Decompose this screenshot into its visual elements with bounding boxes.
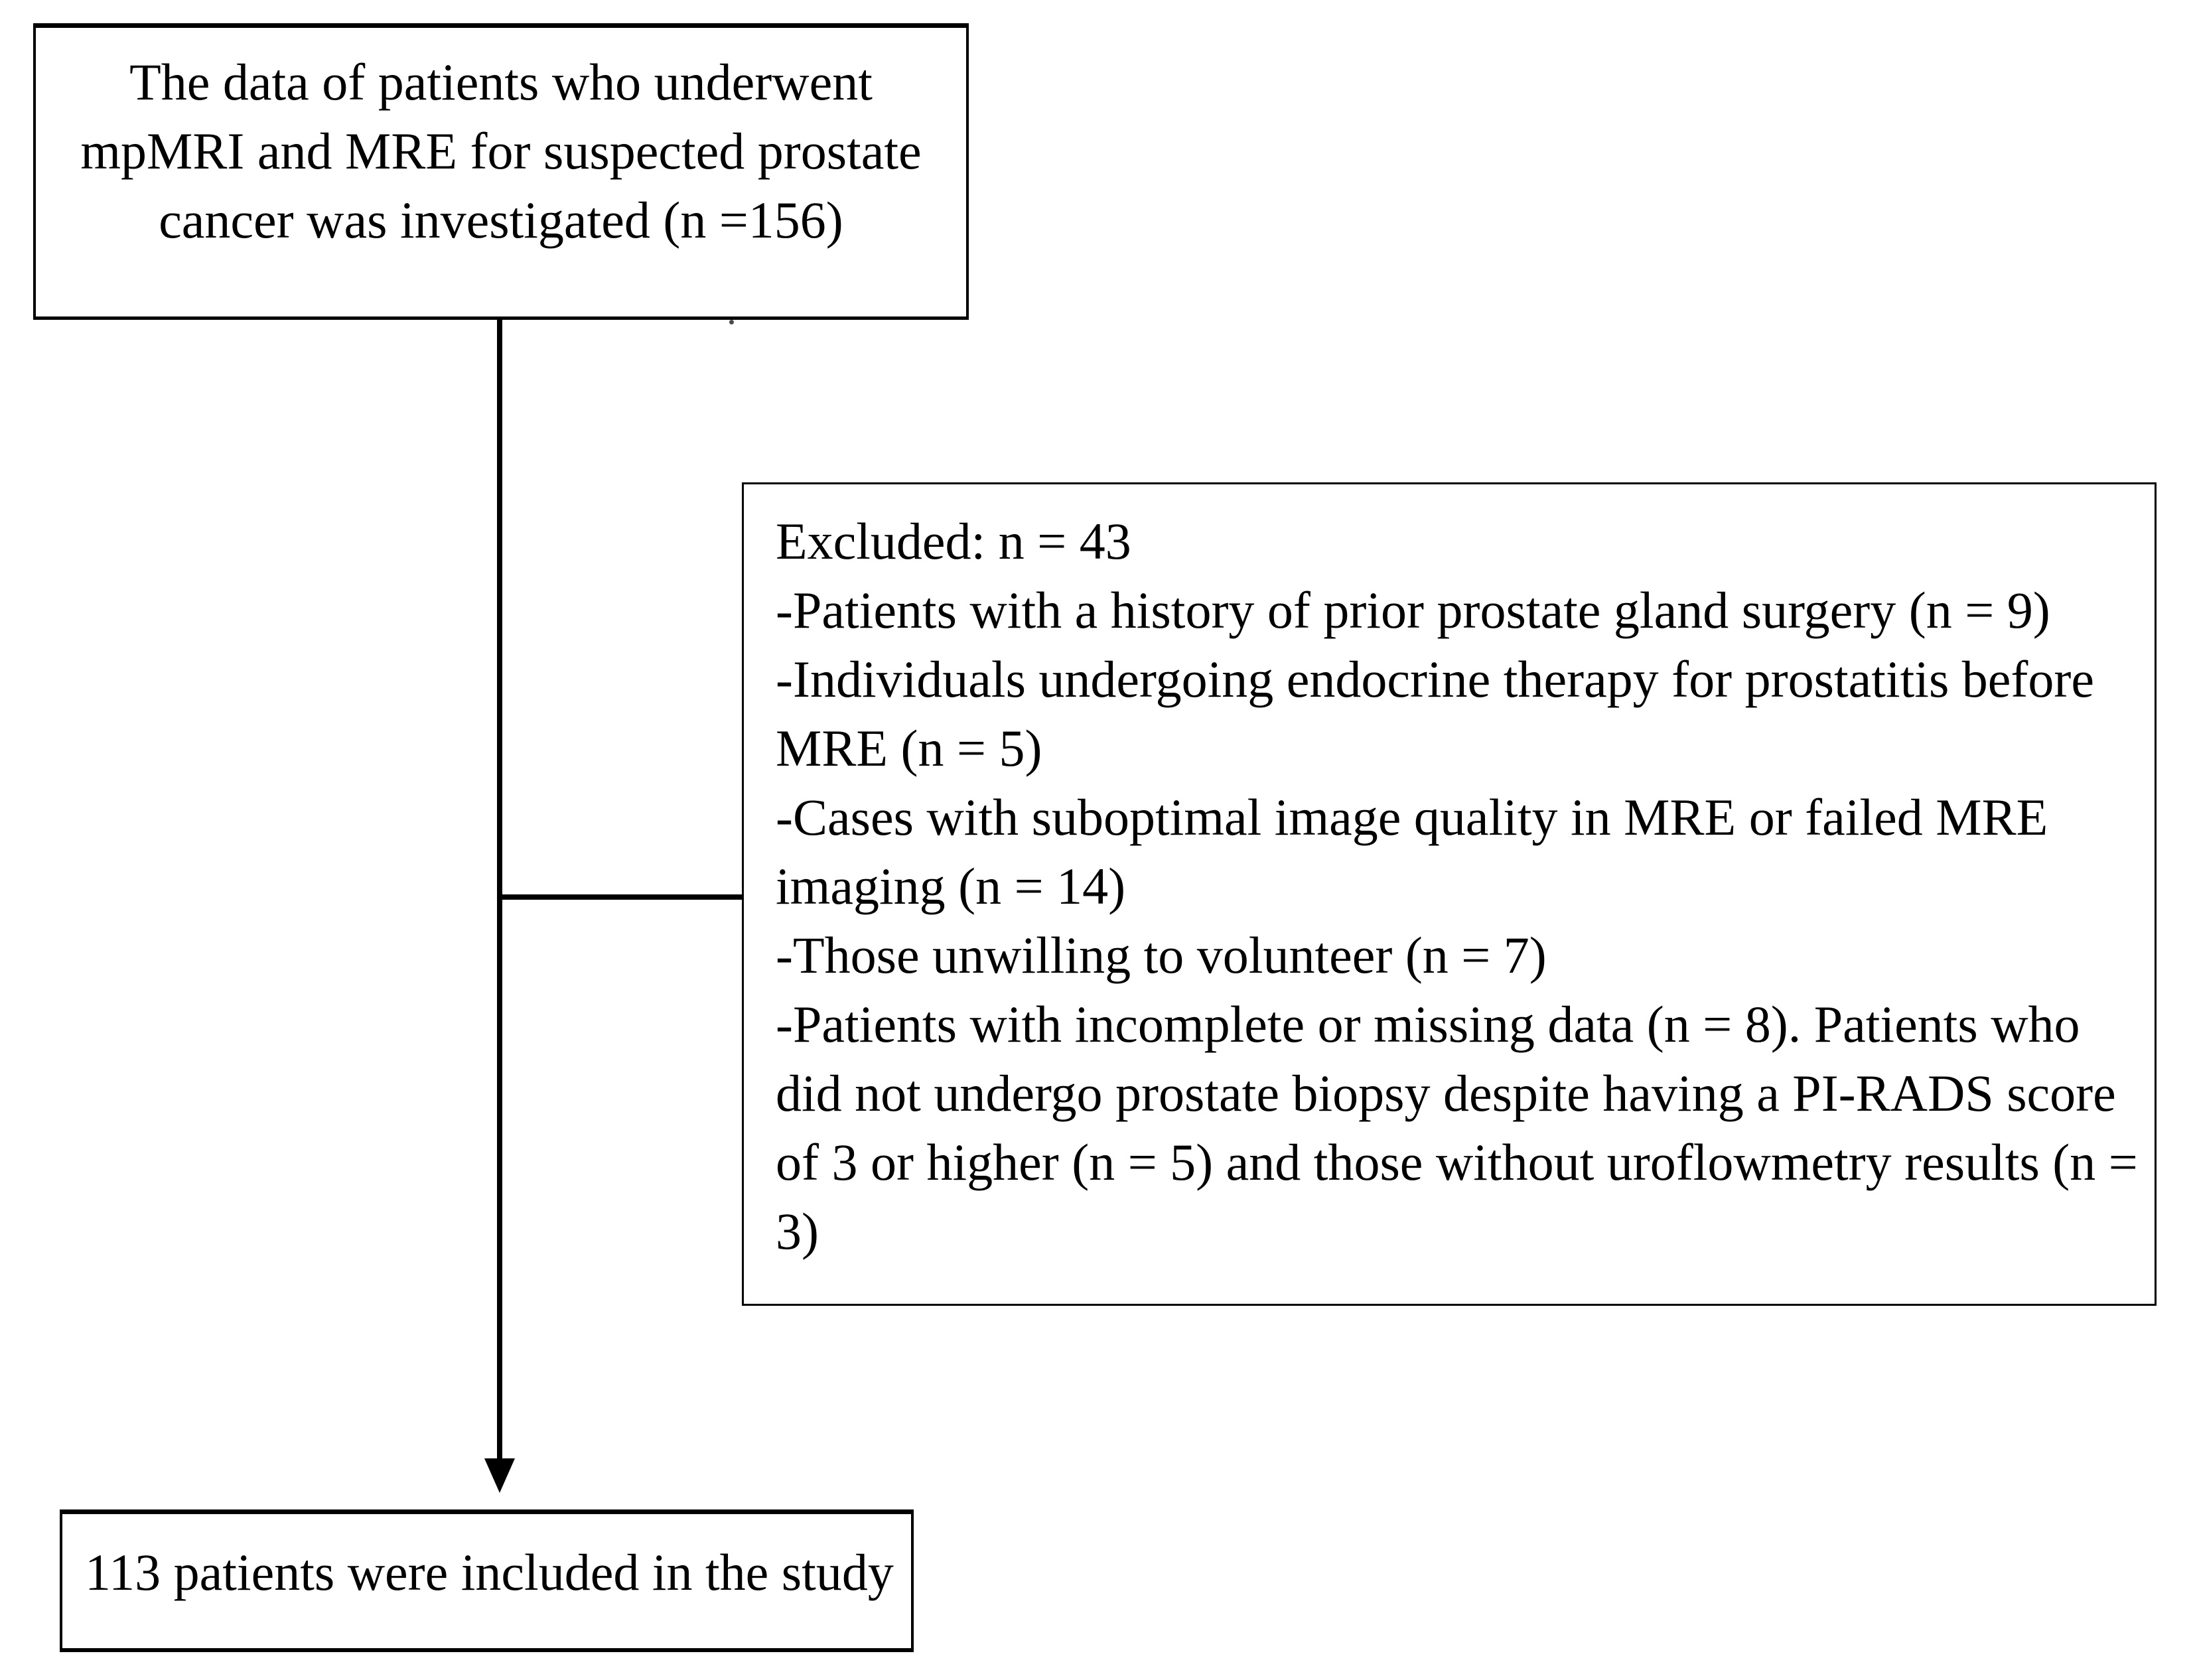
excluded-item: -Patients with incomplete or missing dat… [776, 995, 2138, 1260]
connector-horizontal-branch [500, 894, 742, 900]
box-investigated: The data of patients who underwent mpMRI… [33, 23, 969, 324]
connector-vertical-line [497, 320, 502, 1463]
arrow-down-icon [484, 1458, 515, 1493]
excluded-item: -Individuals undergoing endocrine therap… [776, 650, 2094, 777]
investigated-text: The data of patients who underwent mpMRI… [80, 53, 922, 249]
excluded-title: Excluded: n = 43 [776, 512, 1131, 570]
box-excluded: Excluded: n = 43 -Patients with a histor… [742, 482, 2157, 1306]
included-text: 113 patients were included in the study [85, 1543, 894, 1601]
excluded-item: -Those unwilling to volunteer (n = 7) [776, 926, 1547, 984]
box-included: 113 patients were included in the study [60, 1509, 914, 1652]
dot-artifact [729, 320, 734, 324]
excluded-item: -Cases with suboptimal image quality in … [776, 788, 2048, 915]
excluded-item: -Patients with a history of prior prosta… [776, 581, 2050, 639]
